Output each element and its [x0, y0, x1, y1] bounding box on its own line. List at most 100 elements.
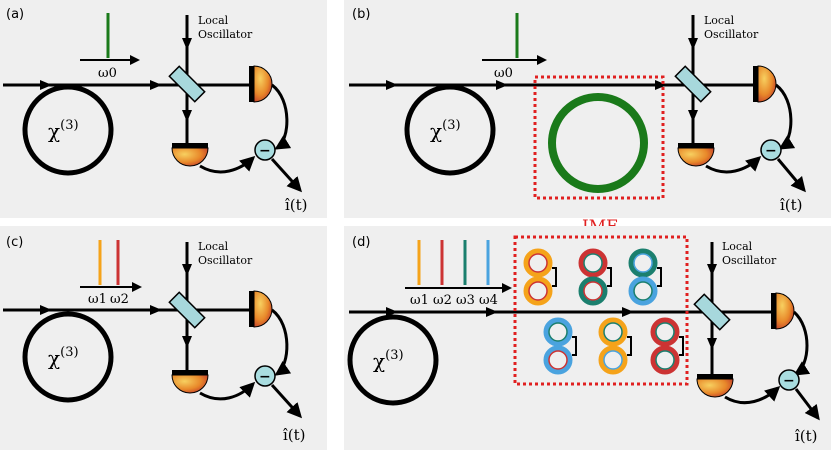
lo-label-line2: Oscillator — [198, 254, 253, 267]
output-current-label: î(t) — [283, 426, 306, 444]
chi-symbol: χ(3) — [373, 348, 404, 373]
beam-arrow-icon — [150, 305, 162, 315]
omega-label: ω1 — [410, 293, 429, 308]
omega-label: ω0 — [98, 66, 117, 81]
ring-pair-red-teal — [578, 248, 612, 306]
beam-arrow-icon — [386, 80, 398, 90]
signal-wire — [199, 381, 256, 401]
detector-plate — [753, 66, 758, 102]
beam-arrow-icon — [40, 80, 52, 90]
lo-arrow-icon — [688, 38, 698, 50]
beam-arrow-icon — [486, 307, 498, 317]
beam-arrow-icon — [496, 80, 508, 90]
output-arrow — [794, 388, 820, 421]
ring-pair-blue-blue — [543, 317, 577, 375]
panel-c: (c) χ(3) ω1 ω2 Local Oscillator − î(t) — [0, 226, 327, 450]
signal-wire — [705, 155, 762, 174]
panel-background — [344, 226, 831, 450]
lo-label-line1: Local — [722, 240, 753, 253]
beam-arrow-icon — [150, 80, 162, 90]
subtractor-icon — [254, 365, 276, 387]
beamsplitter — [674, 65, 712, 103]
beamsplitter — [168, 65, 206, 103]
ring-pair-orange-orange — [598, 317, 632, 375]
signal-wire — [199, 155, 256, 174]
photodetector-icon — [171, 374, 209, 394]
subtractor-icon — [760, 139, 782, 161]
chi3-ring — [22, 311, 114, 403]
chi-symbol: χ(3) — [48, 345, 79, 370]
ring-pair-red-red — [650, 317, 684, 375]
omega-label: ω0 — [494, 66, 513, 81]
beam-arrow-icon — [622, 307, 634, 317]
lo-arrow-icon — [182, 264, 192, 276]
panel-tag: (d) — [352, 235, 370, 250]
chi3-ring — [347, 314, 439, 406]
photodetector-icon — [171, 147, 209, 167]
detector-plate — [249, 66, 254, 102]
chi3-ring — [22, 84, 114, 176]
lo-label-line2: Oscillator — [198, 28, 253, 41]
filter-box — [533, 75, 665, 200]
detector-plate — [172, 143, 208, 148]
lo-label-line1: Local — [704, 14, 735, 27]
panel-b: (b) χ(3) ω0 Local Oscillator − î(t) — [344, 0, 831, 218]
output-current-label: î(t) — [795, 427, 818, 445]
photodetector-icon — [677, 147, 715, 167]
detector-plate — [172, 370, 208, 375]
panel-tag: (b) — [352, 7, 370, 22]
minus-symbol: − — [783, 373, 795, 389]
beam-arrow-icon — [386, 307, 398, 317]
signal-wire — [774, 83, 796, 150]
lo-arrow-icon — [707, 264, 717, 276]
chi-symbol: χ(3) — [48, 118, 79, 143]
panel-background — [0, 226, 327, 450]
subtractor-icon — [778, 369, 800, 391]
omega-label: ω1 — [88, 292, 107, 307]
lo-label-line1: Local — [198, 240, 229, 253]
lo-arrow-icon — [707, 338, 717, 350]
photodetector-icon — [696, 378, 734, 398]
panel-background — [0, 0, 327, 218]
ring-pair-orange-red — [523, 248, 557, 306]
detector-plate — [249, 291, 254, 327]
omega-label: ω2 — [433, 293, 452, 308]
lo-arrow-icon — [182, 38, 192, 50]
detector-plate — [678, 143, 714, 148]
minus-symbol: − — [765, 143, 777, 159]
signal-wire — [270, 83, 292, 150]
panel-background — [344, 0, 831, 218]
panel-d: (d) χ(3) ω1 ω2 ω3 ω4 — [344, 226, 831, 450]
output-current-label: î(t) — [780, 196, 803, 214]
output-current-label: î(t) — [285, 196, 308, 214]
signal-wire — [792, 310, 811, 376]
ring-pair-teal-blue — [628, 248, 662, 306]
panel-a: (a) χ(3) ω0 Local Oscillator − î(t) — [0, 0, 327, 218]
beamsplitter — [693, 293, 731, 331]
beamsplitter — [168, 291, 206, 329]
beam-arrow-icon — [655, 80, 667, 90]
signal-wire — [270, 308, 292, 376]
output-arrow — [270, 383, 303, 419]
ime-box — [513, 235, 689, 386]
lo-label-line2: Oscillator — [704, 28, 759, 41]
minus-symbol: − — [259, 369, 271, 385]
chi-symbol: χ(3) — [430, 118, 461, 143]
lo-arrow-icon — [688, 110, 698, 122]
lo-label-line2: Oscillator — [722, 254, 777, 267]
panel-tag: (c) — [6, 235, 23, 250]
omega-label: ω2 — [110, 292, 129, 307]
chi3-ring — [404, 84, 496, 176]
beam-arrow-icon — [40, 305, 52, 315]
filter-ring-green — [548, 93, 648, 193]
output-arrow — [776, 158, 806, 193]
minus-symbol: − — [259, 143, 271, 159]
detector-plate — [771, 293, 776, 329]
lo-arrow-icon — [182, 336, 192, 348]
detector-plate — [697, 374, 733, 379]
signal-wire — [724, 385, 781, 405]
lo-label-line1: Local — [198, 14, 229, 27]
subtractor-icon — [254, 139, 276, 161]
output-arrow — [270, 157, 303, 193]
